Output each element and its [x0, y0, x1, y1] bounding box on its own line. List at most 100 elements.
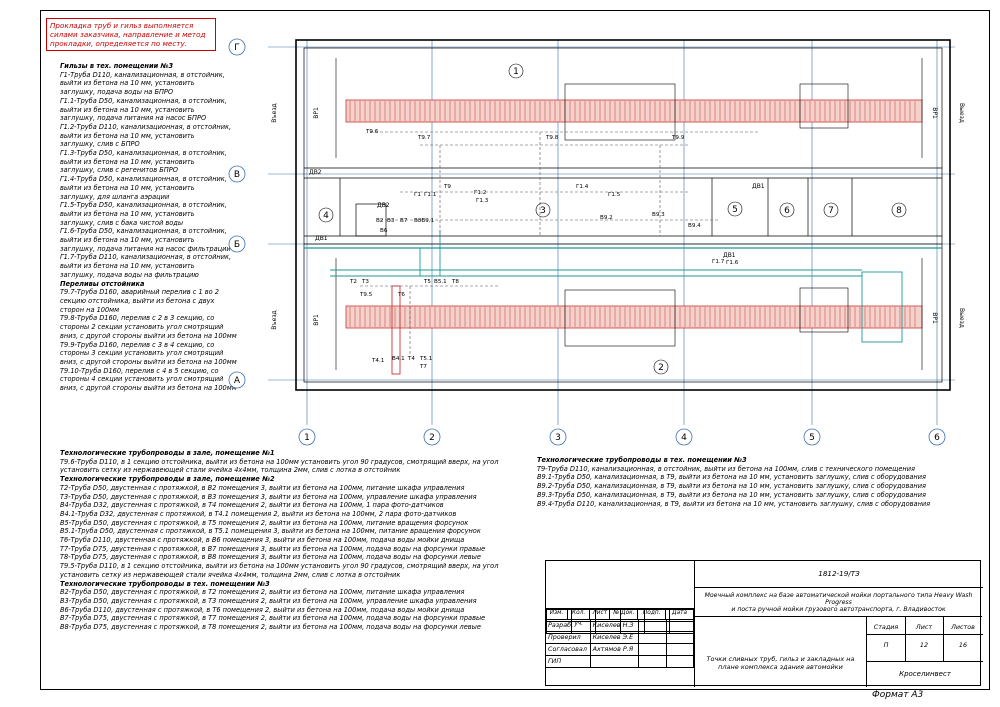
room-number: 8 [896, 206, 902, 216]
note-line: секцию отстойника, выйти из бетона с дву… [60, 296, 215, 305]
stage-box: Стадия Лист Листов П 12 16 [866, 617, 983, 662]
stamp-role: Разраб. [546, 620, 591, 631]
stage-label: Стадия [873, 623, 899, 631]
exit-label: Выезд [958, 103, 965, 123]
note-heading: Гильзы в тех. помещении №3 [60, 62, 174, 70]
pipe-tag: Т9.6 [365, 129, 379, 135]
company-name: Кроселинвест [866, 661, 983, 687]
axis-number: 3 [555, 433, 561, 443]
project-title-line: Моечный комплекс на базе автоматической … [704, 592, 973, 606]
project-title-line: и поста ручной мойки грузового автотранс… [731, 606, 946, 613]
pipe-tag: Т9.8 [545, 135, 559, 141]
axis-bubble: 4 [675, 428, 693, 446]
pipe-tag: Т5 [423, 279, 431, 285]
pipe-tag: Т7 [419, 364, 427, 370]
note-line: заглушку, подача питания на насос БПРО [60, 114, 207, 123]
note-line: Г1-Труба D110, канализационная, в отстой… [60, 70, 225, 79]
note-line: выйти из бетона на 10 мм, установить [60, 105, 195, 114]
room-number: 2 [658, 363, 664, 373]
note-line: Т2-Труба D50, двустенная с протяжкой, в … [60, 483, 465, 492]
floor-plan: 1 2 3 4 5 6 7 8 Г В Б А 1 2 3 4 5 6 ВР1 … [228, 38, 965, 446]
room-number: 5 [732, 205, 738, 215]
note-line: В5-Труба D50, двустенная с протяжкой, в … [60, 518, 469, 527]
project-title: Моечный комплекс на базе автоматической … [694, 587, 982, 617]
note-line: Г1.7-Труба D110, канализационная, в отст… [60, 253, 232, 262]
room-label: 7 [823, 202, 839, 218]
pipe-tag: В9.2 [600, 215, 613, 221]
pipe-tag: Г1.6 [726, 260, 739, 266]
stamp-role: Согласовал [546, 644, 591, 655]
pipe-tag: В9.4 [688, 223, 701, 229]
axis-bubble: 1 [298, 428, 316, 446]
exit-label: Выезд [958, 308, 965, 328]
axis-bubble: 3 [549, 428, 567, 446]
room-number: 7 [828, 206, 834, 216]
pipe-tag: В4.1 [392, 356, 405, 362]
note-line: установить сетку из нержавеющей стали яч… [60, 466, 401, 475]
note-line: Т9.9-Труба D160, перелив с 3 в 4 секцию,… [60, 340, 215, 349]
door-label: ДВ1 [752, 183, 765, 190]
note-line: заглушку, для шланга аэрации [60, 192, 170, 201]
drawing-code: 1812-19/ТЗ [694, 561, 983, 588]
note-heading: Технологические трубопроводы в тех. поме… [60, 579, 270, 588]
door-label: ДВ2 [377, 202, 390, 209]
room-number: 6 [784, 206, 790, 216]
stage-value: П [883, 641, 889, 649]
sheet-title-line: Точки сливных труб, гильз и закладных на [706, 655, 855, 663]
note-line: В9.3-Труба D50, канализационная, в Т9, в… [537, 490, 926, 499]
note-heading: Переливы отстойника [60, 279, 145, 288]
note-line: выйти из бетона на 10 мм, установить [60, 236, 195, 245]
note-line: Т8-Труба D75, двустенная с протяжкой, в … [60, 553, 481, 562]
axis-bubble: А [228, 371, 246, 389]
pipe-tag: В5.1 [434, 279, 447, 285]
note-line: Г1.3-Труба D50, канализационная, в отсто… [60, 149, 227, 158]
stage-value: 16 [958, 641, 968, 649]
axis-bubble: 6 [928, 428, 946, 446]
note-line: стороны 3 секции установить угол смотрящ… [60, 349, 224, 358]
note-line: В9.2-Труба D50, канализационная, в Т9, в… [537, 482, 926, 491]
stamp-header-cell: Лист [590, 608, 611, 619]
note-line: Г1.4-Труба D50, канализационная, в отсто… [60, 175, 227, 184]
note-line: Т9.8-Труба D160, перелив с 2 в 3 секцию,… [60, 314, 215, 323]
pipe-tag: Т2 [349, 279, 357, 285]
gate-label: ВР1 [313, 107, 320, 119]
pipe-tag: Т9.7 [417, 135, 431, 141]
axis-number: 6 [934, 433, 940, 443]
note-line: вниз, с другой стороны выйти из бетона н… [60, 357, 237, 366]
axis-bubble: 2 [423, 428, 441, 446]
note-line: Т3-Труба D50, двустенная с протяжкой, в … [60, 492, 477, 501]
note-line: В9.1-Труба D50, канализационная, в Т9, в… [537, 473, 926, 482]
door-label: ДВ1 [315, 235, 328, 242]
pipe-tag: Т9.9 [671, 135, 685, 141]
note-line: выйти из бетона на 10 мм, установить [60, 157, 195, 166]
pipe-tag: Т4 [407, 356, 415, 362]
note-line: Т9-Труба D110, канализационная, в отстой… [537, 464, 915, 473]
note-line: заглушку, слив с регенитов БПРО [60, 166, 178, 175]
note-line: вниз, с другой стороны выйти из бетона н… [60, 384, 237, 393]
room-label: 3 [535, 202, 551, 218]
pipe-tag: Г1.7 [712, 259, 725, 265]
axis-letter: А [234, 376, 241, 386]
note-line: Т7-Труба D75, двустенная с протяжкой, в … [60, 544, 486, 553]
note-line: заглушку, слив с бака чистой воды [60, 218, 184, 227]
note-line: Г1.2-Труба D110, канализационная, в отст… [60, 122, 232, 131]
note-line: установить сетку из нержавеющей стали яч… [60, 570, 401, 579]
note-line: стороны 4 секции установить угол смотрящ… [60, 375, 224, 384]
stamp-person: Ахтямов Р.Я [591, 644, 640, 655]
red-note-line: прокладки, определяется по месту. [50, 39, 188, 48]
room-label: 1 [508, 63, 524, 79]
note-line: В6-Труба D110, двустенная с протяжкой, в… [60, 605, 465, 614]
entry-label: Въезд [271, 103, 278, 122]
gate-label: ВР1 [931, 312, 938, 324]
pipe-tag: Т5.1 [419, 356, 433, 362]
axis-number: 2 [429, 433, 435, 443]
note-line: В8-Труба D75, двустенная с протяжкой, в … [60, 623, 481, 632]
red-note-line: силами заказчика, направление и метод [50, 30, 206, 39]
note-line: В2-Труба D50, двустенная с протяжкой, в … [60, 588, 465, 597]
note-line: сторон на 100мм [60, 305, 120, 314]
stamp-person [591, 656, 640, 667]
note-line: В4-Труба D32, двустенная с протяжкой, в … [60, 501, 444, 510]
stage-label: Лист [915, 623, 933, 631]
stamp-person: Киселев Э.Е [591, 632, 640, 643]
